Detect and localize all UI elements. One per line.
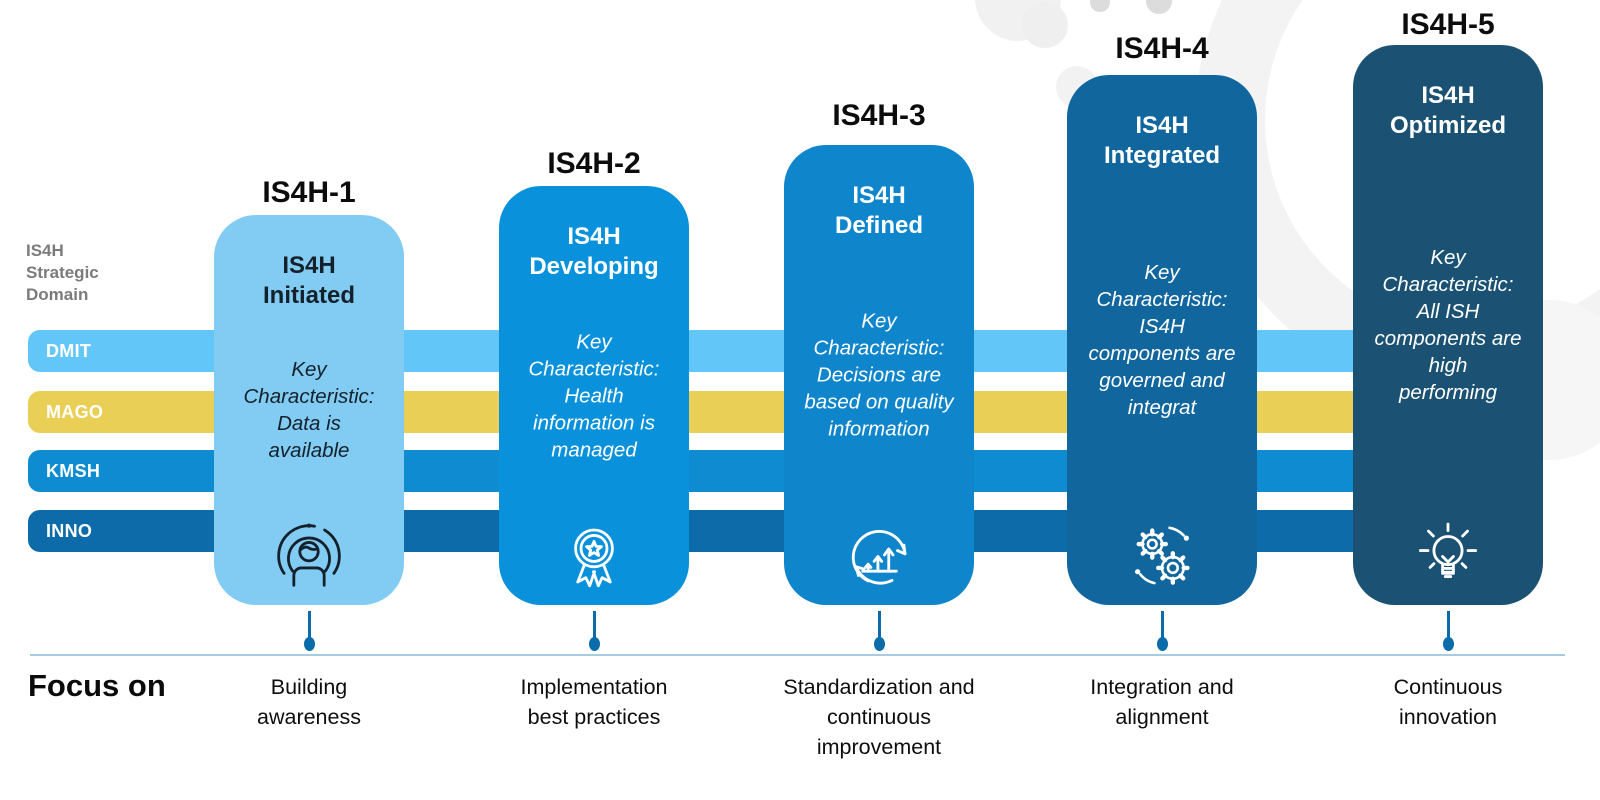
heading-is4h-5: IS4H-5 bbox=[1401, 8, 1495, 41]
pillar-characteristic: Key Characteristic: Data is available bbox=[243, 358, 375, 462]
pillar-title: IS4H Optimized bbox=[1389, 82, 1506, 139]
person-awareness-icon bbox=[270, 517, 348, 595]
pillar-characteristic: Key Characteristic: All ISH components a… bbox=[1374, 246, 1522, 404]
connector-dot bbox=[589, 637, 600, 651]
connector-stem bbox=[1447, 611, 1450, 638]
connector-stem bbox=[1161, 611, 1164, 638]
background-dot bbox=[1146, 0, 1172, 14]
focus-item-integration: Integration and alignment bbox=[1090, 675, 1234, 729]
focus-item-standardization: Standardization and continuous improveme… bbox=[783, 675, 975, 759]
pillar-characteristic: Key Characteristic: Health information i… bbox=[528, 330, 660, 461]
focus-item-building-awareness: Building awareness bbox=[257, 675, 361, 729]
connector-stem bbox=[308, 611, 311, 638]
band-mago-label: MAGO bbox=[46, 401, 104, 422]
background-blob bbox=[1022, 2, 1068, 48]
heading-is4h-3: IS4H-3 bbox=[832, 99, 926, 132]
pillar-is4h-initiated: IS4H Initiated Key Characteristic: Data … bbox=[214, 215, 404, 605]
pillar-title: IS4H Defined bbox=[834, 182, 923, 239]
pillar-title: IS4H Integrated bbox=[1103, 112, 1220, 169]
pillar-title: IS4H Developing bbox=[529, 223, 659, 280]
pillar-is4h-defined: IS4H Defined Key Characteristic: Decisio… bbox=[784, 145, 974, 605]
heading-is4h-2: IS4H-2 bbox=[547, 147, 641, 180]
heading-is4h-1: IS4H-1 bbox=[262, 176, 356, 209]
connector-dot bbox=[874, 637, 885, 651]
background-dot bbox=[1090, 0, 1110, 12]
heading-is4h-4: IS4H-4 bbox=[1115, 32, 1209, 65]
strategic-domain-label: IS4H Strategic Domain bbox=[26, 241, 99, 304]
gears-icon bbox=[1123, 517, 1201, 595]
pillar-is4h-optimized: IS4H Optimized Key Characteristic: All I… bbox=[1353, 45, 1543, 605]
pillar-title: IS4H Initiated bbox=[262, 252, 355, 309]
pillar-is4h-developing: IS4H Developing Key Characteristic: Heal… bbox=[499, 186, 689, 605]
focus-item-implementation: Implementation best practices bbox=[520, 675, 668, 729]
connector-dot bbox=[1157, 637, 1168, 651]
medal-icon bbox=[555, 517, 633, 595]
pillar-characteristic: Key Characteristic: Decisions are based … bbox=[804, 309, 954, 441]
connector-stem bbox=[878, 611, 881, 638]
band-kmsh-label: KMSH bbox=[46, 460, 101, 481]
connector-stem bbox=[593, 611, 596, 638]
pillar-is4h-integrated: IS4H Integrated Key Characteristic: IS4H… bbox=[1067, 75, 1257, 605]
connector-dot bbox=[304, 637, 315, 651]
band-inno-label: INNO bbox=[46, 520, 93, 541]
focus-on-label: Focus on bbox=[28, 668, 166, 703]
focus-item-innovation: Continuous innovation bbox=[1393, 675, 1503, 729]
growth-cycle-icon bbox=[840, 517, 918, 595]
connector-dot bbox=[1443, 637, 1454, 651]
baseline-rule bbox=[30, 654, 1565, 656]
pillar-characteristic: Key Characteristic: IS4H components are … bbox=[1088, 261, 1236, 419]
band-dmit-label: DMIT bbox=[46, 340, 92, 361]
lightbulb-icon bbox=[1409, 517, 1487, 595]
